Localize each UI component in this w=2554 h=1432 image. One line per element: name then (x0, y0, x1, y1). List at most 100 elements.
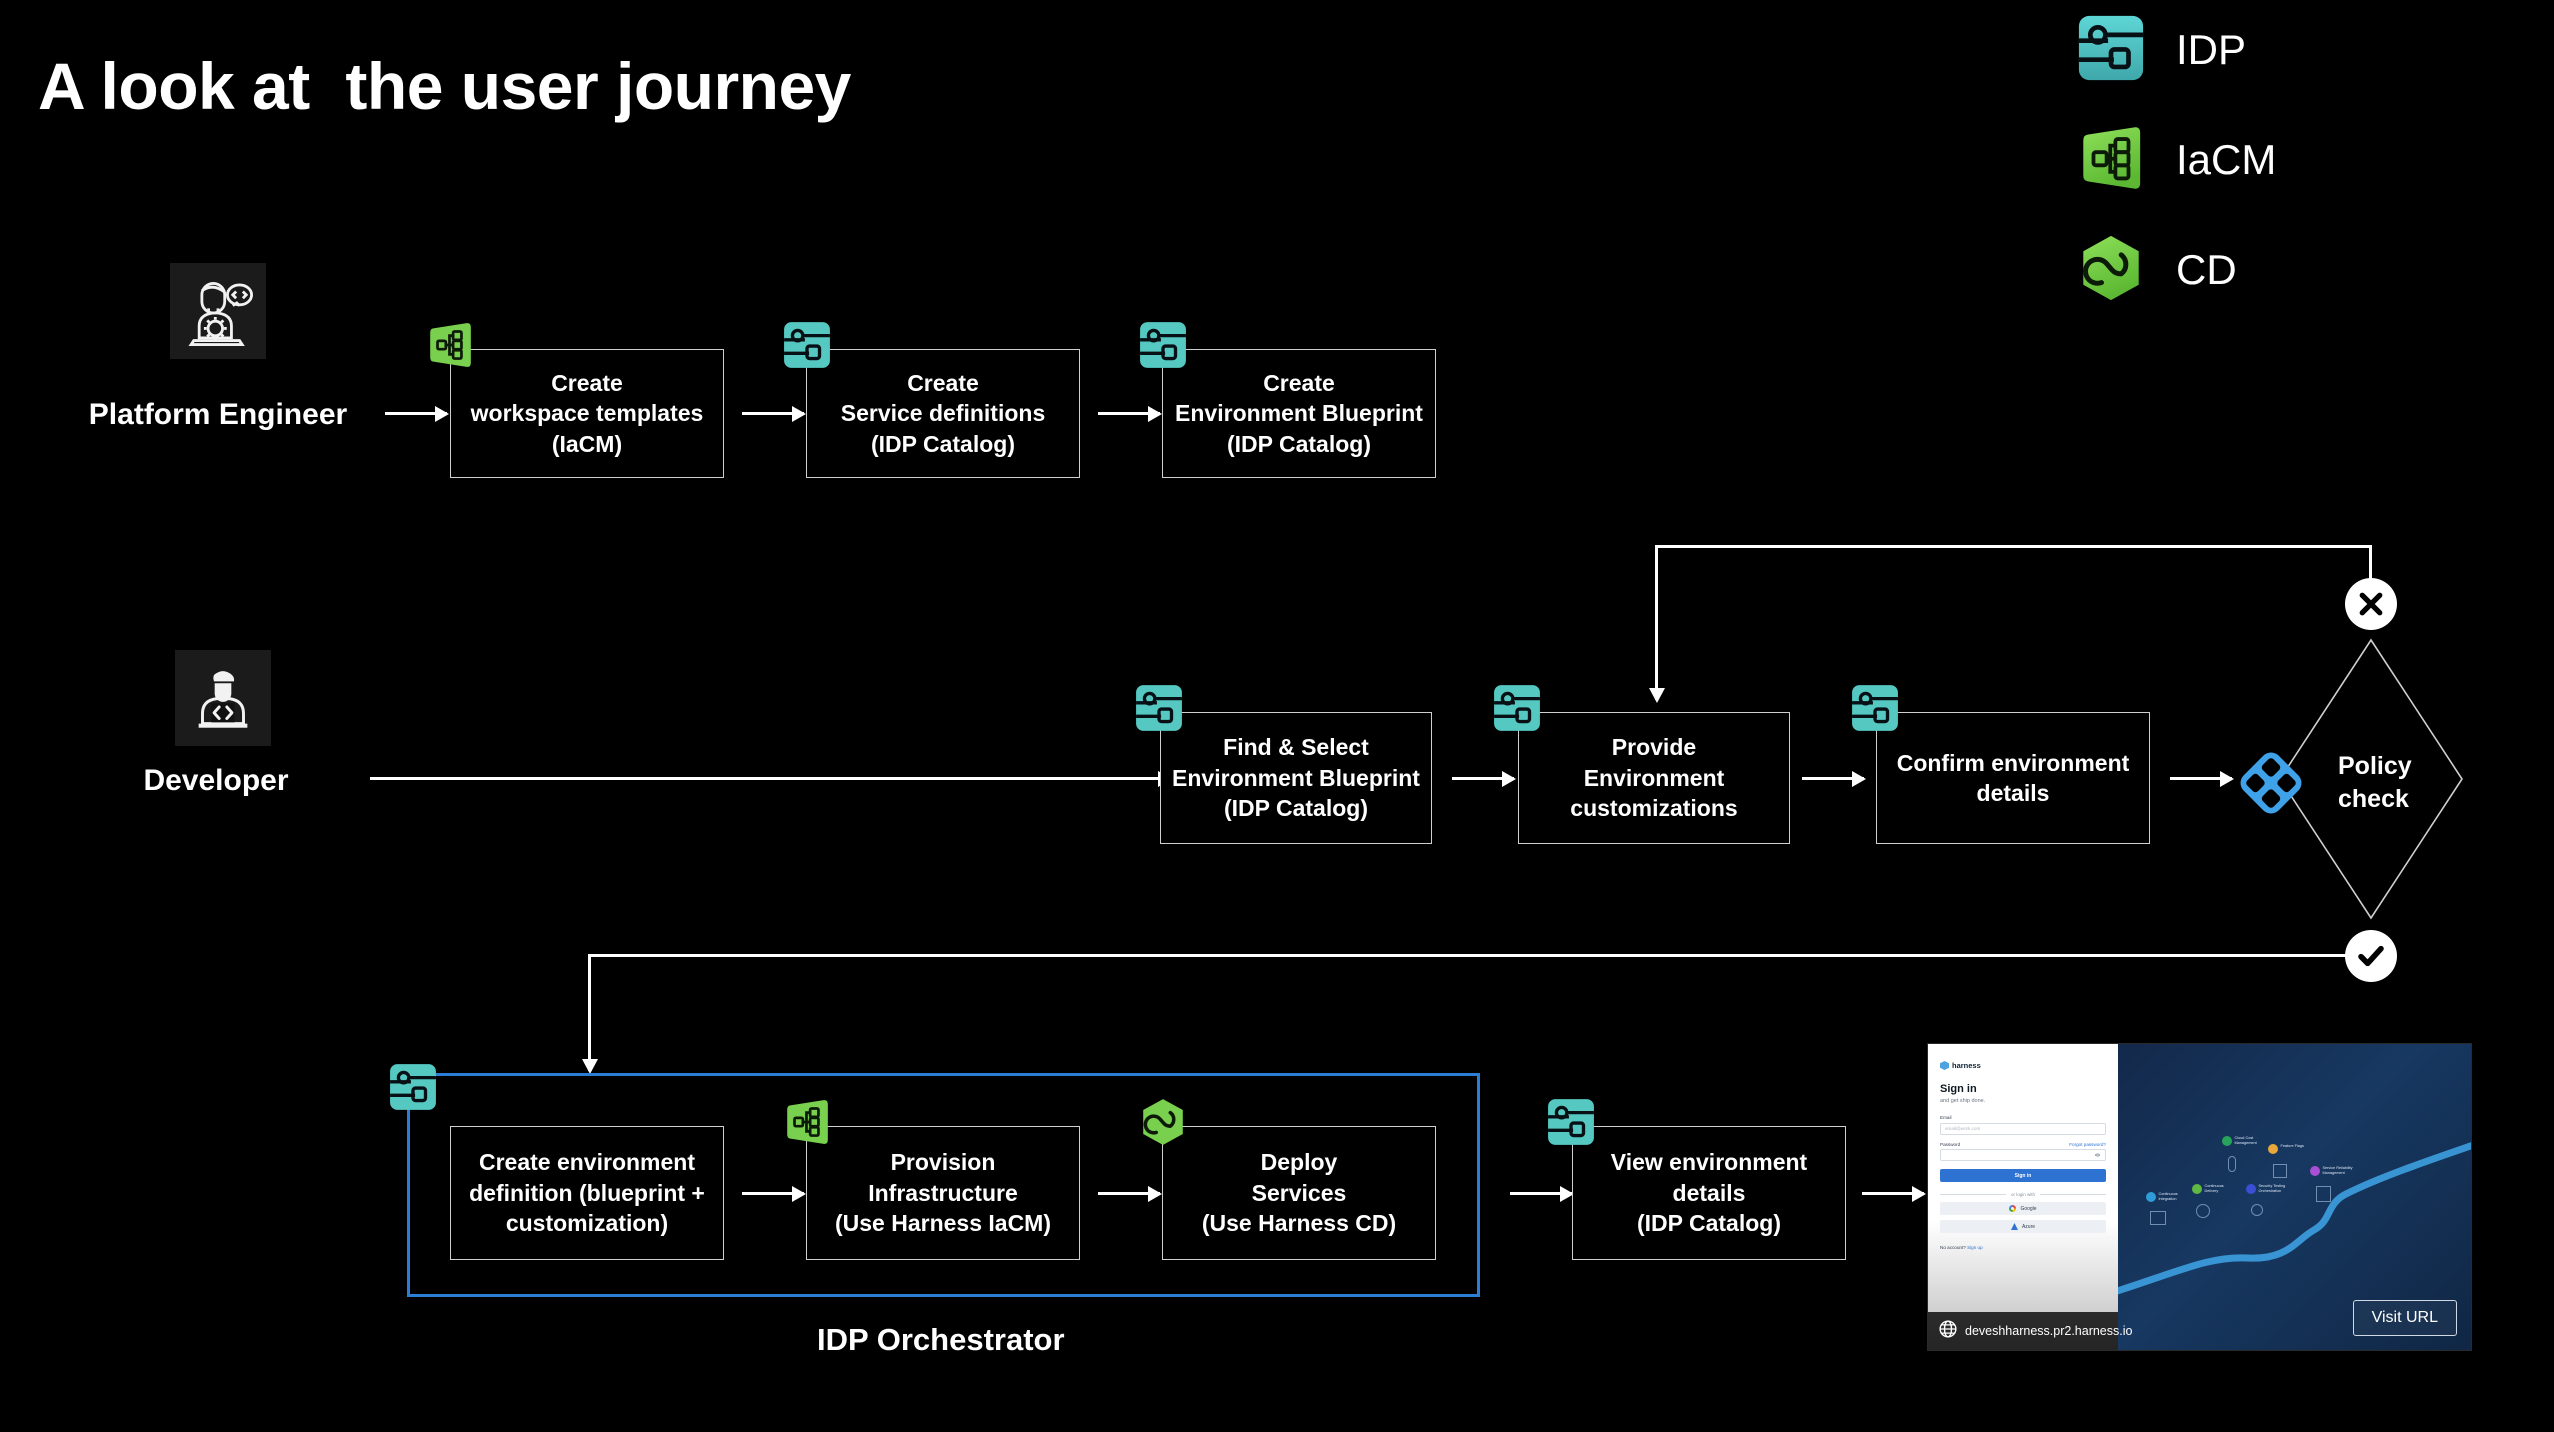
platform-engineer-label: Platform Engineer (88, 398, 348, 431)
srm-dot-icon (2310, 1166, 2320, 1176)
arrow-orch1-to-orch2 (742, 1192, 804, 1195)
preview-illustration: Continuous Integration Continuous Delive… (2118, 1044, 2471, 1350)
iacm-module-icon (2076, 123, 2146, 198)
preview-url-text: deveshharness.pr2.harness.io (1965, 1324, 2133, 1338)
node-find-select-blueprint[interactable]: Find & Select Environment Blueprint (IDP… (1160, 712, 1432, 844)
fail-loop-arrow-into-provide (1655, 545, 1658, 700)
module-node-ci: Continuous Integration (2146, 1192, 2178, 1202)
close-icon (2345, 578, 2397, 630)
signup-prompt: No account? Sign up (1940, 1245, 2106, 1250)
login-divider: or login with (1940, 1192, 2106, 1197)
node-create-service-definitions[interactable]: Create Service definitions (IDP Catalog) (806, 349, 1080, 478)
pass-path-arrow-into-orchestrator (588, 954, 591, 1071)
fail-loop-stub (2369, 545, 2372, 581)
signin-button[interactable]: Sign in (1940, 1169, 2106, 1182)
node-view-environment-details[interactable]: View environment details (IDP Catalog) (1572, 1126, 1846, 1260)
module-node-srm: Service Reliability Management (2310, 1166, 2352, 1176)
sto-magnifier-icon (2251, 1204, 2263, 1216)
sto-label: Security Testing Orchestration (2258, 1184, 2286, 1193)
check-icon (2345, 930, 2397, 982)
idp-module-icon (1546, 1097, 1596, 1152)
harness-policy-icon (2238, 750, 2304, 821)
arrow-step2-to-step3 (1098, 412, 1160, 415)
cd-module-icon (1138, 1097, 1188, 1152)
signup-prefix: No account? (1940, 1245, 1966, 1250)
google-icon (2009, 1205, 2017, 1212)
harness-logo-mark (1940, 1061, 1949, 1070)
forgot-password-link[interactable]: Forgot password? (2069, 1141, 2106, 1147)
arrow-provide-to-confirm (1802, 777, 1864, 780)
email-field[interactable]: email@work.com (1940, 1122, 2106, 1135)
idp-module-icon (782, 320, 832, 375)
globe-icon (1938, 1319, 1958, 1344)
google-login-label: Google (2020, 1205, 2037, 1212)
arrow-dev-to-find-select (370, 777, 1170, 780)
ccm-meter-icon (2228, 1156, 2236, 1172)
node-provide-environment-customizations[interactable]: Provide Environment customizations (1518, 712, 1790, 844)
password-label: Password (1940, 1141, 1961, 1147)
visit-url-button[interactable]: Visit URL (2352, 1300, 2457, 1336)
arrow-orch-to-view-details (1510, 1192, 1572, 1195)
module-node-sto: Security Testing Orchestration (2246, 1184, 2285, 1194)
legend-item-iacm: IaCM (2076, 124, 2276, 196)
ccm-dot-icon (2222, 1136, 2232, 1146)
ff-label: Feature Flags (2280, 1144, 2304, 1148)
ff-shape-icon (2273, 1164, 2287, 1178)
idp-orchestrator-container (407, 1073, 1480, 1297)
arrow-view-details-to-preview (1862, 1192, 1924, 1195)
arrow-confirm-to-policy (2170, 777, 2232, 780)
ci-label: Continuous Integration (2158, 1192, 2178, 1201)
srm-label: Service Reliability Management (2322, 1166, 2353, 1175)
iacm-module-icon (782, 1097, 832, 1152)
idp-module-icon (1134, 683, 1184, 738)
developer-label: Developer (143, 764, 289, 797)
developer-icon (175, 650, 271, 746)
legend-item-idp: IDP (2076, 14, 2276, 86)
module-node-ff: Feature Flags (2268, 1144, 2304, 1154)
signin-heading: Sign in (1940, 1083, 1977, 1095)
iacm-module-icon (425, 320, 475, 375)
preview-url-bar: deveshharness.pr2.harness.io (1928, 1312, 2132, 1350)
module-legend: IDP IaCM (2076, 14, 2276, 344)
signup-link[interactable]: Sign up (1967, 1245, 1983, 1250)
node-create-environment-blueprint[interactable]: Create Environment Blueprint (IDP Catalo… (1162, 349, 1436, 478)
azure-login-button[interactable]: Azure (1940, 1220, 2106, 1233)
page-title: A look at the user journey (38, 49, 851, 123)
arrow-pe-to-step1 (385, 412, 447, 415)
node-create-workspace-templates[interactable]: Create workspace templates (IaCM) (450, 349, 724, 478)
ci-dot-icon (2146, 1192, 2156, 1202)
azure-icon (2010, 1223, 2018, 1230)
email-label: Email (1940, 1115, 1952, 1120)
legend-item-cd: CD (2076, 234, 2276, 306)
ff-dot-icon (2268, 1144, 2278, 1154)
cd-label: Continuous Delivery (2204, 1184, 2224, 1193)
preview-signin-panel: harness Sign in and get ship done. Email… (1928, 1044, 2118, 1350)
node-provision-infrastructure[interactable]: Provision Infrastructure (Use Harness Ia… (806, 1126, 1080, 1260)
idp-module-icon (2076, 13, 2146, 88)
fail-loop-top (1655, 545, 2372, 548)
arrow-step1-to-step2 (742, 412, 804, 415)
password-field[interactable] (1940, 1149, 2106, 1161)
node-confirm-environment-details[interactable]: Confirm environment details (1876, 712, 2150, 844)
arrow-find-to-provide (1452, 777, 1514, 780)
arrow-orch2-to-orch3 (1098, 1192, 1160, 1195)
google-login-button[interactable]: Google (1940, 1202, 2106, 1215)
signin-subheading: and get ship done. (1940, 1098, 1986, 1104)
policy-check-label: Policy check (2338, 752, 2412, 813)
idp-module-icon (1138, 320, 1188, 375)
legend-label-cd: CD (2176, 246, 2237, 293)
node-create-environment-definition[interactable]: Create environment definition (blueprint… (450, 1126, 724, 1260)
module-node-ccm: Cloud Cost Management (2222, 1136, 2257, 1146)
ccm-label: Cloud Cost Management (2234, 1136, 2257, 1145)
ci-cube-icon (2150, 1211, 2166, 1225)
policy-check-decision[interactable] (2278, 638, 2464, 920)
module-node-cd: Continuous Delivery (2192, 1184, 2224, 1194)
azure-login-label: Azure (2021, 1223, 2036, 1230)
legend-label-iacm: IaCM (2176, 136, 2277, 183)
node-deploy-services[interactable]: Deploy Services (Use Harness CD) (1162, 1126, 1436, 1260)
harness-logo: harness (1940, 1061, 2106, 1070)
harness-signin-preview[interactable]: harness Sign in and get ship done. Email… (1928, 1044, 2471, 1350)
eye-icon[interactable] (2095, 1153, 2100, 1157)
cd-dot-icon (2192, 1184, 2202, 1194)
harness-logo-text: harness (1952, 1061, 1981, 1070)
